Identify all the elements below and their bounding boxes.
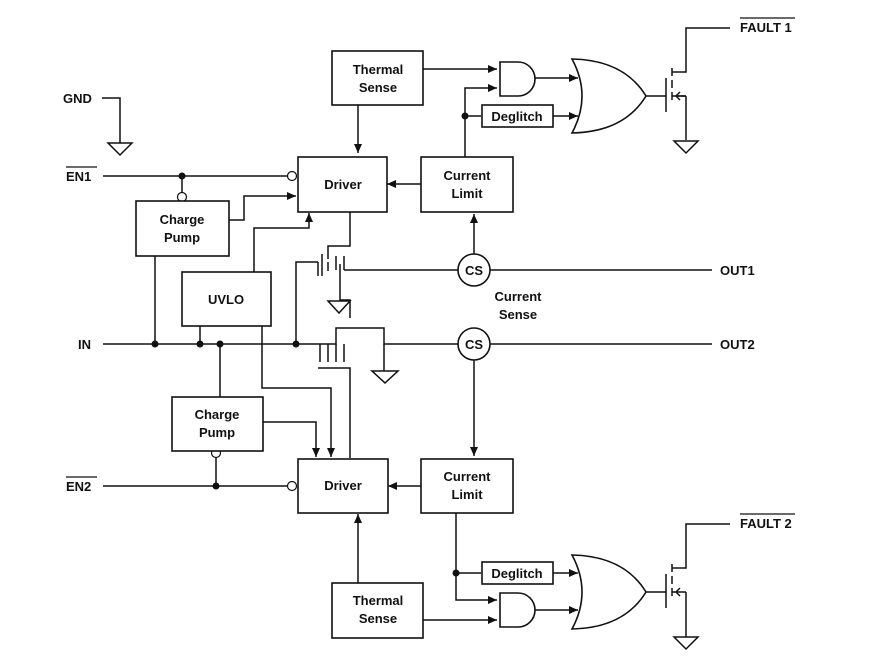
cs-bottom: CS [457,327,491,361]
pin-fault1: FAULT 1 [740,20,792,35]
current-limit-bottom: Current Limit [420,458,514,514]
pin-in: IN [78,337,91,352]
svg-text:Charge: Charge [195,407,240,422]
pin-en1: EN1 [66,169,91,184]
svg-text:Deglitch: Deglitch [491,109,542,124]
svg-text:Limit: Limit [451,487,483,502]
svg-text:Sense: Sense [359,611,397,626]
uvlo-block: UVLO [181,271,272,327]
svg-text:Limit: Limit [451,186,483,201]
svg-text:Sense: Sense [499,307,537,322]
svg-text:Deglitch: Deglitch [491,566,542,581]
pin-fault2: FAULT 2 [740,516,792,531]
thermal-sense-bottom: Thermal Sense [331,582,424,639]
svg-text:Current: Current [495,289,543,304]
deglitch-bottom: Deglitch [481,561,554,585]
svg-text:Pump: Pump [199,425,235,440]
charge-pump-bottom: Charge Pump [171,396,264,452]
svg-text:Driver: Driver [324,478,362,493]
deglitch-top: Deglitch [481,104,554,128]
pin-out1: OUT1 [720,263,755,278]
driver-top: Driver [297,156,388,213]
charge-pump-top: Charge Pump [135,200,230,257]
svg-text:Charge: Charge [160,212,205,227]
pin-gnd: GND [63,91,92,106]
svg-text:Sense: Sense [359,80,397,95]
svg-text:Current: Current [444,168,492,183]
and-gate-bottom [499,592,536,628]
or-gate-bottom [570,554,647,630]
svg-text:UVLO: UVLO [208,292,244,307]
junction-dots [151,112,469,577]
and-gate-top [499,61,536,97]
pin-labels: GND EN1 IN EN2 OUT1 OUT2 FAULT 1 FAULT 2 [63,17,795,531]
thermal-sense-top: Thermal Sense [331,50,424,106]
svg-text:Driver: Driver [324,177,362,192]
or-gate-top [570,58,647,134]
svg-text:Thermal: Thermal [353,593,404,608]
svg-text:CS: CS [465,337,483,352]
svg-text:Thermal: Thermal [353,62,404,77]
pin-en2: EN2 [66,479,91,494]
pin-out2: OUT2 [720,337,755,352]
current-sense-label: Current Sense [495,289,543,322]
svg-text:CS: CS [465,263,483,278]
wires [102,27,730,651]
svg-text:Pump: Pump [164,230,200,245]
current-limit-top: Current Limit [420,156,514,213]
driver-bottom: Driver [297,458,389,514]
cs-top: CS [457,253,491,287]
svg-text:Current: Current [444,469,492,484]
